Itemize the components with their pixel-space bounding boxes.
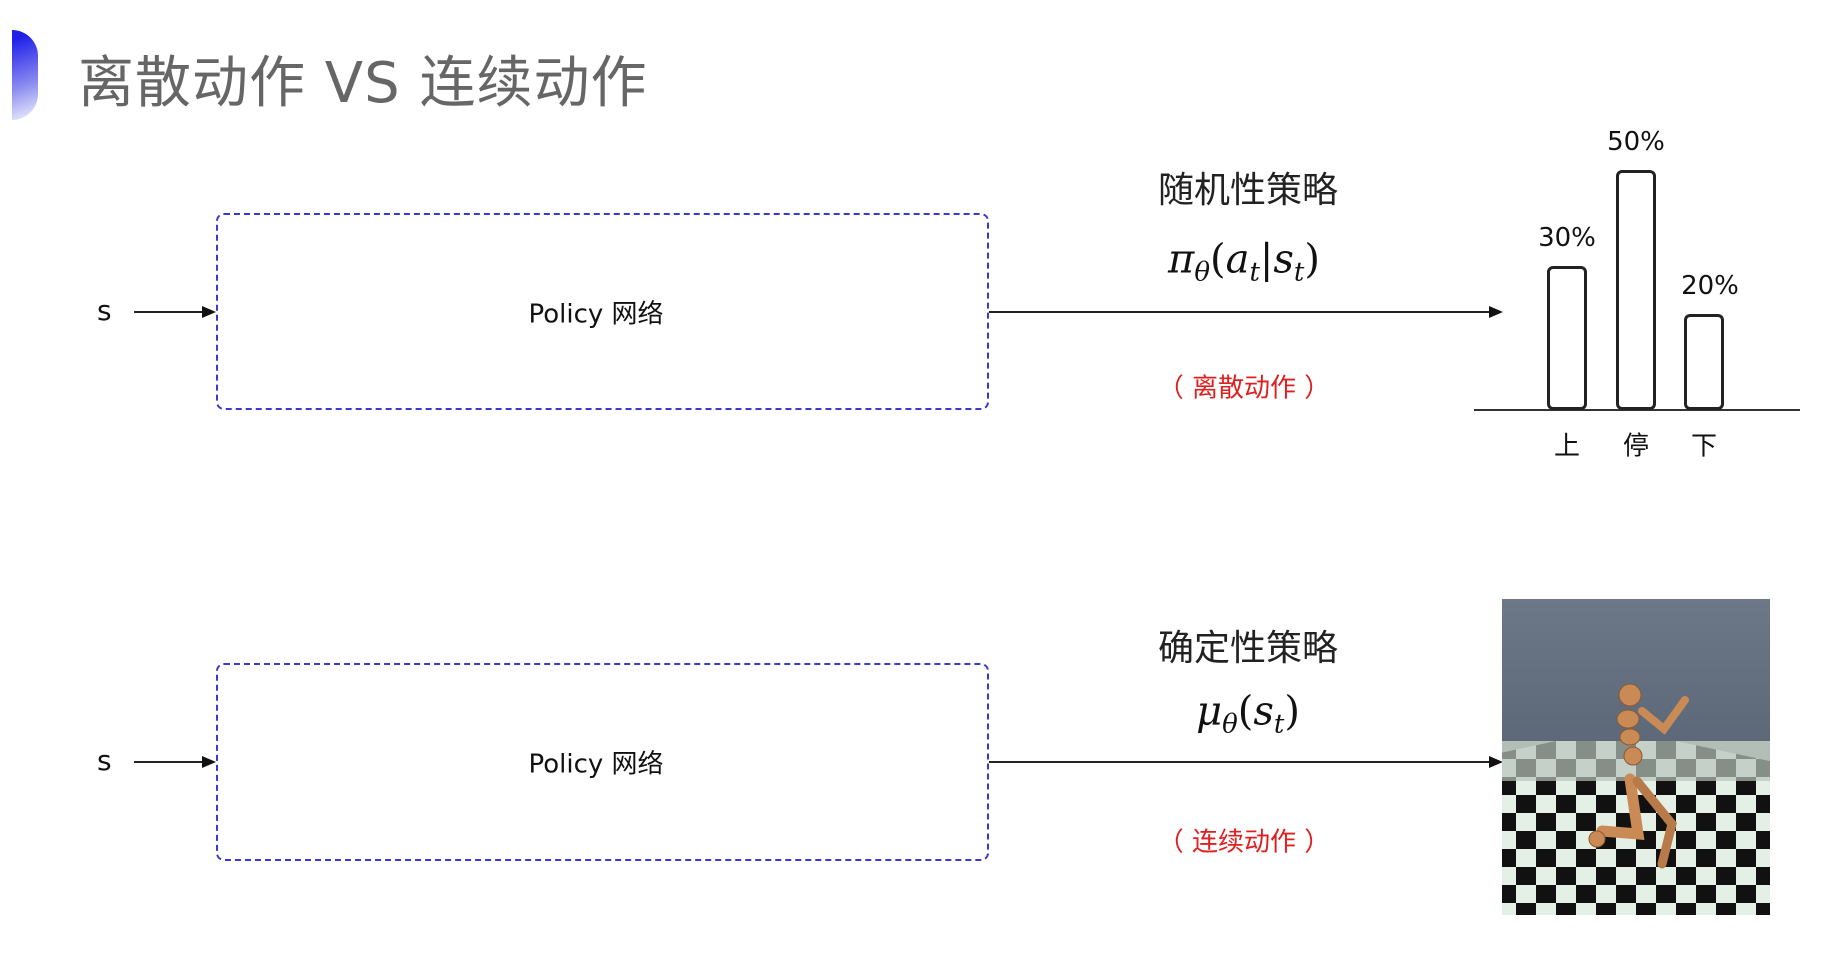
bar-0 [1547, 266, 1587, 410]
arrow-head-icon [202, 756, 216, 768]
policy-network-label: Policy 网络 [528, 299, 664, 330]
bar-1 [1616, 170, 1656, 410]
category-label: 停 [1622, 431, 1650, 462]
category-label: 下 [1690, 431, 1718, 462]
arrow-head-icon [202, 306, 216, 318]
policy-network-box [216, 213, 989, 410]
chart-baseline [1474, 409, 1800, 411]
title-accent-mark [12, 30, 38, 120]
policy-network-label: Policy 网络 [528, 749, 664, 780]
input-state-label: s [97, 744, 112, 777]
bar-data-label: 50% [1607, 127, 1665, 157]
arrow-head-icon [1489, 756, 1503, 768]
action-probability-chart: 30% 上 50% 停 20% 下 [1474, 100, 1804, 462]
input-arrow-line [134, 311, 202, 313]
deterministic-policy-heading: 确定性策略 [1157, 628, 1339, 669]
humanoid-simulation-image [1502, 599, 1770, 915]
input-state-label: s [97, 294, 112, 327]
page-title: 离散动作 VS 连续动作 [78, 51, 648, 116]
category-label: 上 [1553, 431, 1581, 462]
input-arrow-line [134, 761, 202, 763]
stochastic-policy-formula: πθ(at|st) [1168, 236, 1320, 288]
deterministic-policy-formula: μθ(st) [1196, 688, 1300, 740]
bar-2 [1684, 314, 1724, 410]
stochastic-policy-heading: 随机性策略 [1157, 170, 1339, 211]
bar-data-label: 30% [1538, 223, 1596, 253]
continuous-action-note: （ 连续动作 ） [1157, 827, 1331, 858]
output-arrow-line [989, 311, 1489, 313]
discrete-action-note: （ 离散动作 ） [1157, 373, 1331, 404]
policy-network-box [216, 663, 989, 861]
arrow-head-icon [1489, 306, 1503, 318]
output-arrow-line [989, 761, 1489, 763]
bar-data-label: 20% [1681, 271, 1739, 301]
